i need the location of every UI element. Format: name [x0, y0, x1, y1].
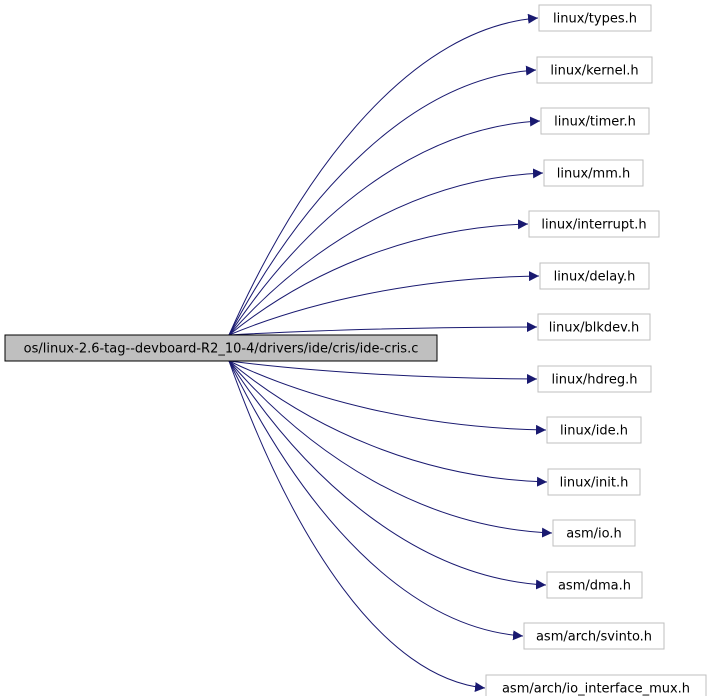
- edge-11: [228, 360, 547, 590]
- include-node-label: linux/interrupt.h: [541, 218, 646, 233]
- edge-6: [228, 322, 538, 336]
- edge-5: [228, 271, 540, 336]
- include-node-label: asm/arch/svinto.h: [536, 630, 652, 645]
- edge-0: [228, 13, 539, 336]
- include-node-box: [543, 159, 644, 187]
- include-node-box: [546, 571, 643, 599]
- include-node-label: linux/types.h: [553, 12, 637, 27]
- edge-10: [228, 360, 553, 538]
- include-node-label: linux/blkdev.h: [549, 321, 639, 336]
- include-node-box: [537, 313, 651, 341]
- include-node-label: asm/arch/io_interface_mux.h: [502, 682, 690, 696]
- include-node[interactable]: asm/io.h: [552, 519, 636, 547]
- include-node-box: [538, 4, 652, 32]
- edge-2: [228, 116, 541, 336]
- edge-13: [228, 360, 486, 693]
- edge-4: [228, 219, 529, 336]
- include-node[interactable]: linux/mm.h: [543, 159, 644, 187]
- include-node-box: [540, 107, 650, 135]
- include-node-box: [547, 468, 641, 496]
- root-node-label: os/linux-2.6-tag--devboard-R2_10-4/drive…: [24, 342, 419, 357]
- include-node-box: [552, 519, 636, 547]
- include-node-label: linux/ide.h: [560, 424, 628, 439]
- include-node-box: [546, 416, 642, 444]
- include-node[interactable]: asm/arch/svinto.h: [523, 622, 665, 650]
- edge-9: [228, 360, 548, 487]
- include-node-label: linux/init.h: [560, 476, 629, 491]
- include-node-box: [523, 622, 665, 650]
- include-node-label: linux/mm.h: [557, 167, 630, 182]
- root-node[interactable]: os/linux-2.6-tag--devboard-R2_10-4/drive…: [4, 334, 438, 362]
- include-node-label: linux/timer.h: [554, 115, 636, 130]
- include-node-label: linux/delay.h: [554, 270, 636, 285]
- include-node[interactable]: linux/delay.h: [539, 262, 650, 290]
- include-node-label: asm/io.h: [566, 527, 622, 542]
- include-node[interactable]: asm/arch/io_interface_mux.h: [485, 674, 707, 696]
- include-node[interactable]: linux/kernel.h: [536, 56, 653, 84]
- include-node[interactable]: linux/types.h: [538, 4, 652, 32]
- edge-8: [228, 360, 547, 435]
- include-node[interactable]: asm/dma.h: [546, 571, 643, 599]
- include-node[interactable]: linux/timer.h: [540, 107, 650, 135]
- include-node-box: [539, 262, 650, 290]
- include-node[interactable]: linux/interrupt.h: [528, 210, 660, 238]
- include-node-label: asm/dma.h: [558, 579, 631, 594]
- include-node-box: [528, 210, 660, 238]
- edge-12: [228, 360, 524, 641]
- edges-group: [228, 13, 553, 693]
- edge-3: [228, 168, 544, 336]
- include-node[interactable]: linux/ide.h: [546, 416, 642, 444]
- include-node[interactable]: linux/blkdev.h: [537, 313, 651, 341]
- include-node-box: [485, 674, 707, 696]
- include-nodes-group: linux/types.h linux/kernel.h linux/timer.h…: [485, 4, 707, 696]
- include-node-box: [537, 365, 652, 393]
- include-node[interactable]: linux/init.h: [547, 468, 641, 496]
- include-node[interactable]: linux/hdreg.h: [537, 365, 652, 393]
- include-node-label: linux/kernel.h: [550, 64, 638, 79]
- include-node-box: [536, 56, 653, 84]
- include-node-label: linux/hdreg.h: [552, 373, 638, 388]
- edge-1: [228, 65, 537, 336]
- edge-7: [228, 360, 538, 384]
